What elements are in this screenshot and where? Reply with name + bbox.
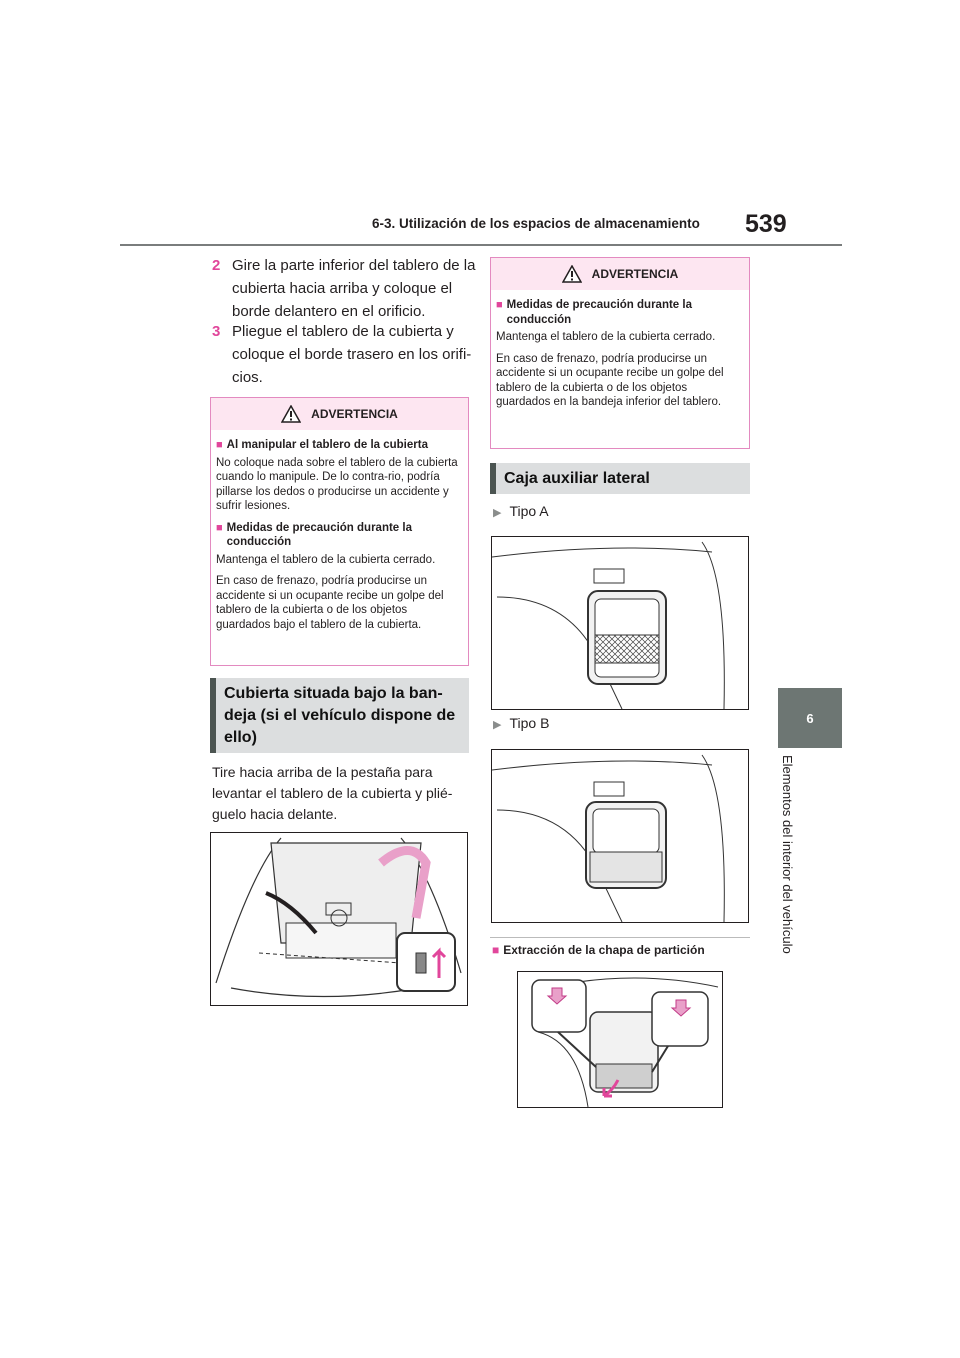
- arrow-down-icon: [602, 1079, 620, 1098]
- step-text: Gire la parte inferior del tablero de la…: [232, 257, 476, 320]
- subsection-rule: [490, 937, 750, 938]
- step-number: 2: [212, 257, 221, 274]
- figure-trunk-cover: [210, 832, 468, 1006]
- page-number: 539: [745, 210, 787, 238]
- warning-heading: ■Al manipular el tablero de la cubierta: [216, 439, 428, 451]
- warning-text: No coloque nada sobre el tablero de la c…: [216, 456, 458, 513]
- header-rule: [120, 244, 842, 246]
- figure-type-b: [491, 749, 749, 923]
- step-2: 2 Gire la parte inferior del tablero de …: [212, 254, 475, 329]
- type-a-text: Tipo A: [509, 503, 549, 519]
- chapter-side-label: Elementos del interior del vehículo: [768, 755, 822, 975]
- warning-text: Mantenga el tablero de la cubierta cerra…: [216, 553, 436, 566]
- figure-partition-removal: [517, 971, 723, 1108]
- type-b-label: ▶ Tipo B: [493, 715, 549, 731]
- instruction-paragraph: Tire hacia arriba de la pestaña para lev…: [212, 764, 453, 822]
- warning-text: Mantenga el tablero de la cubierta cerra…: [496, 331, 716, 343]
- chapter-side-text: Elementos del interior del vehículo: [780, 755, 795, 954]
- running-header: 6-3. Utilización de los espacios de alma…: [372, 216, 700, 231]
- section-heading-cubierta: Cubierta situada bajo la ban-deja (si el…: [210, 678, 469, 753]
- warning-header: ADVERTENCIA: [211, 398, 468, 430]
- warning-text: En caso de frenazo, podría producirse un…: [496, 352, 724, 409]
- warning-heading-text: Medidas de precaución durante la conducc…: [506, 299, 692, 326]
- warning-label: ADVERTENCIA: [311, 407, 398, 421]
- type-a-label: ▶ Tipo A: [493, 503, 549, 519]
- warning-icon: [281, 405, 302, 423]
- warning-label: ADVERTENCIA: [591, 267, 679, 281]
- subsection-heading: ■Extracción de la chapa de partición: [492, 943, 705, 957]
- warning-heading-text: Al manipular el tablero de la cubierta: [226, 439, 428, 451]
- warning-heading: ■Medidas de precaución durante la conduc…: [216, 521, 461, 550]
- chapter-tab: 6: [778, 688, 842, 748]
- warning-header: ADVERTENCIA: [491, 258, 749, 290]
- type-b-text: Tipo B: [509, 715, 550, 731]
- figure-type-a: [491, 536, 749, 710]
- warning-heading-text: Medidas de precaución durante la conducc…: [226, 521, 412, 549]
- bullet-triangle-icon: ▶: [493, 507, 502, 519]
- arrow-up-icon: [431, 947, 447, 978]
- warning-icon: [561, 265, 582, 283]
- step-text: Pliegue el tablero de la cubierta y colo…: [232, 323, 472, 386]
- warning-box-1: ADVERTENCIA ■Al manipular el tablero de …: [210, 397, 469, 666]
- bullet-triangle-icon: ▶: [493, 719, 502, 731]
- subsection-heading-text: Extracción de la chapa de partición: [503, 943, 705, 957]
- section-heading-caja: Caja auxiliar lateral: [490, 463, 750, 494]
- warning-box-2: ADVERTENCIA ■Medidas de precaución duran…: [490, 257, 750, 449]
- step-number: 3: [212, 323, 221, 340]
- warning-heading: ■Medidas de precaución durante la conduc…: [496, 298, 742, 327]
- warning-text: En caso de frenazo, podría producirse un…: [216, 575, 444, 631]
- step-3: 3 Pliegue el tablero de la cubierta y co…: [212, 320, 472, 395]
